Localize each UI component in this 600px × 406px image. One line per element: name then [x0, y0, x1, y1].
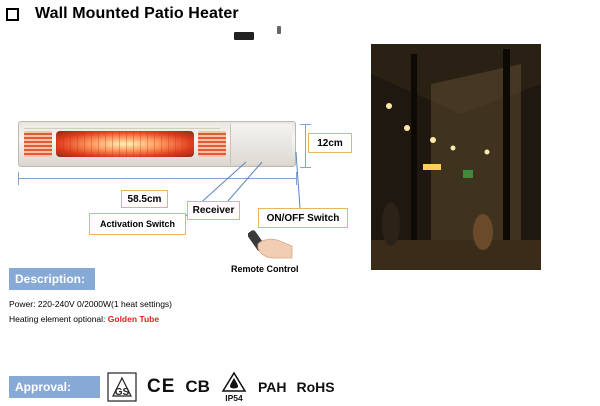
certification-logos: GS CE CB IP54 PAH RoHS	[107, 370, 345, 404]
gs-mark-icon: GS	[107, 372, 137, 402]
photo-light-2	[404, 125, 410, 131]
cb-mark: CB	[185, 377, 210, 396]
heating-element-value: Golden Tube	[107, 314, 160, 324]
photo-light-3	[430, 137, 436, 143]
description-heading: Description:	[9, 268, 95, 290]
photo-pillar-left	[411, 54, 417, 264]
ip54-drop	[229, 378, 238, 389]
approval-heading: Approval:	[9, 376, 100, 398]
photo-pillar-right	[503, 49, 510, 270]
width-dimension-line	[18, 178, 297, 179]
on-off-switch-callout: ON/OFF Switch	[258, 208, 348, 228]
ip54-label: IP54	[225, 393, 243, 403]
photo-light-5	[484, 149, 490, 155]
title-row: Wall Mounted Patio Heater	[6, 5, 239, 23]
heater-grille-right	[198, 131, 226, 157]
leader-receiver	[227, 161, 263, 202]
receiver-callout: Receiver	[187, 201, 240, 220]
photo-person-1	[473, 214, 493, 250]
height-dimension-tick-bottom	[300, 167, 311, 168]
installation-photo	[371, 44, 541, 270]
remote-control-illustration	[248, 230, 293, 259]
gs-mark-triangle	[112, 376, 132, 397]
width-callout: 58.5cm	[121, 190, 168, 208]
heating-tube	[56, 131, 194, 157]
remote-control-label: Remote Control	[231, 264, 299, 274]
page-title: Wall Mounted Patio Heater	[35, 5, 239, 22]
photo-light-4	[450, 145, 456, 151]
photo-table-area	[371, 240, 541, 270]
height-callout: 12cm	[308, 133, 352, 153]
width-dimension-tick-left	[18, 172, 19, 185]
heater-grille-left	[24, 131, 52, 157]
width-dimension-tick-right	[296, 172, 297, 185]
heater-top-strip	[24, 124, 220, 129]
photo-person-2	[382, 202, 400, 246]
heater-illustration	[18, 121, 296, 167]
ip54-drop-icon: IP54	[221, 371, 247, 403]
photo-heater-glow	[423, 164, 441, 170]
pah-mark: PAH	[257, 379, 287, 395]
height-dimension-tick-top	[300, 124, 311, 125]
photo-glass-wall	[431, 64, 521, 259]
checkbox-icon	[6, 7, 19, 21]
ip54-triangle	[221, 371, 247, 392]
height-dimension-line	[305, 124, 306, 168]
receiver-window	[234, 32, 254, 40]
heating-tube-reflector	[56, 131, 194, 157]
rohs-mark: RoHS	[296, 379, 335, 395]
gs-mark-text: GS	[115, 387, 130, 398]
heating-element-label: Heating element optional:	[9, 314, 108, 324]
hand-shape	[257, 238, 293, 259]
photo-light-1	[386, 103, 392, 109]
activation-switch-callout: Activation Switch	[89, 213, 186, 235]
on-off-switch-knob	[277, 26, 281, 34]
heater-control-box	[230, 124, 292, 164]
power-spec: Power: 220-240V 0/2000W(1 heat settings)	[9, 299, 173, 309]
heating-element-spec: Heating element optional: Golden Tube	[9, 314, 159, 324]
photo-sign	[463, 170, 473, 178]
ce-mark-icon: CE	[147, 376, 176, 397]
